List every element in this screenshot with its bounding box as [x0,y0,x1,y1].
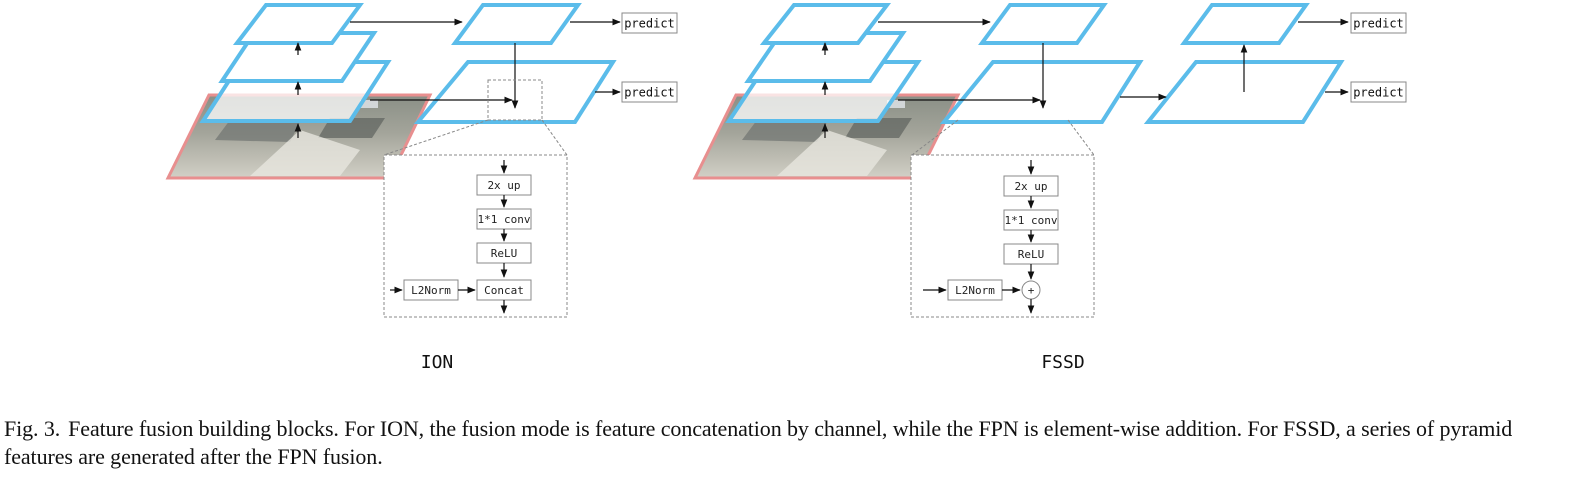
ion-step-1: 2x up [487,179,520,192]
ion-step-3: ReLU [491,247,518,260]
ion-zoom-region [487,79,543,121]
fssd-predict-box-bottom [1350,81,1407,103]
ion-feature-map-1 [232,2,364,45]
ion-predict-box-bottom [621,81,678,103]
fssd-predict-box-top [1350,12,1407,34]
fssd-fused-map [939,60,1144,124]
fssd-top-map [978,2,1108,45]
fssd-predict-label-bottom: predict [1353,86,1404,100]
fssd-l2norm-label: L2Norm [955,284,995,297]
ion-title: ION [421,352,454,373]
fssd-step-1: 2x up [1014,180,1047,193]
ion-concat-label: Concat [484,284,524,297]
fssd-step-2: 1*1 conv [1005,214,1058,227]
fssd-panel: predict predict 2x up 1*1 conv ReLU L2No… [692,2,1407,373]
ion-l2norm-label: L2Norm [411,284,451,297]
fssd-pyramid-top-map [1180,2,1310,45]
figure-caption: Fig. 3.Feature fusion building blocks. F… [4,415,1574,471]
fssd-predict-label-top: predict [1353,17,1404,31]
ion-panel: predict predict 2x up 1*1 conv ReLU L2No… [165,2,678,373]
ion-predict-label-bottom: predict [624,86,675,100]
ion-predict-box-top [621,12,678,34]
fssd-feature-map-1 [759,3,892,45]
ion-predict-label-top: predict [624,17,675,31]
caption-text: Feature fusion building blocks. For ION,… [4,416,1513,469]
ion-top-output-map [451,2,582,45]
fssd-add-label: + [1028,284,1035,297]
ion-step-2: 1*1 conv [478,213,531,226]
fssd-step-3: ReLU [1018,248,1045,261]
caption-label: Fig. 3. [4,416,61,441]
fssd-title: FSSD [1041,352,1084,373]
